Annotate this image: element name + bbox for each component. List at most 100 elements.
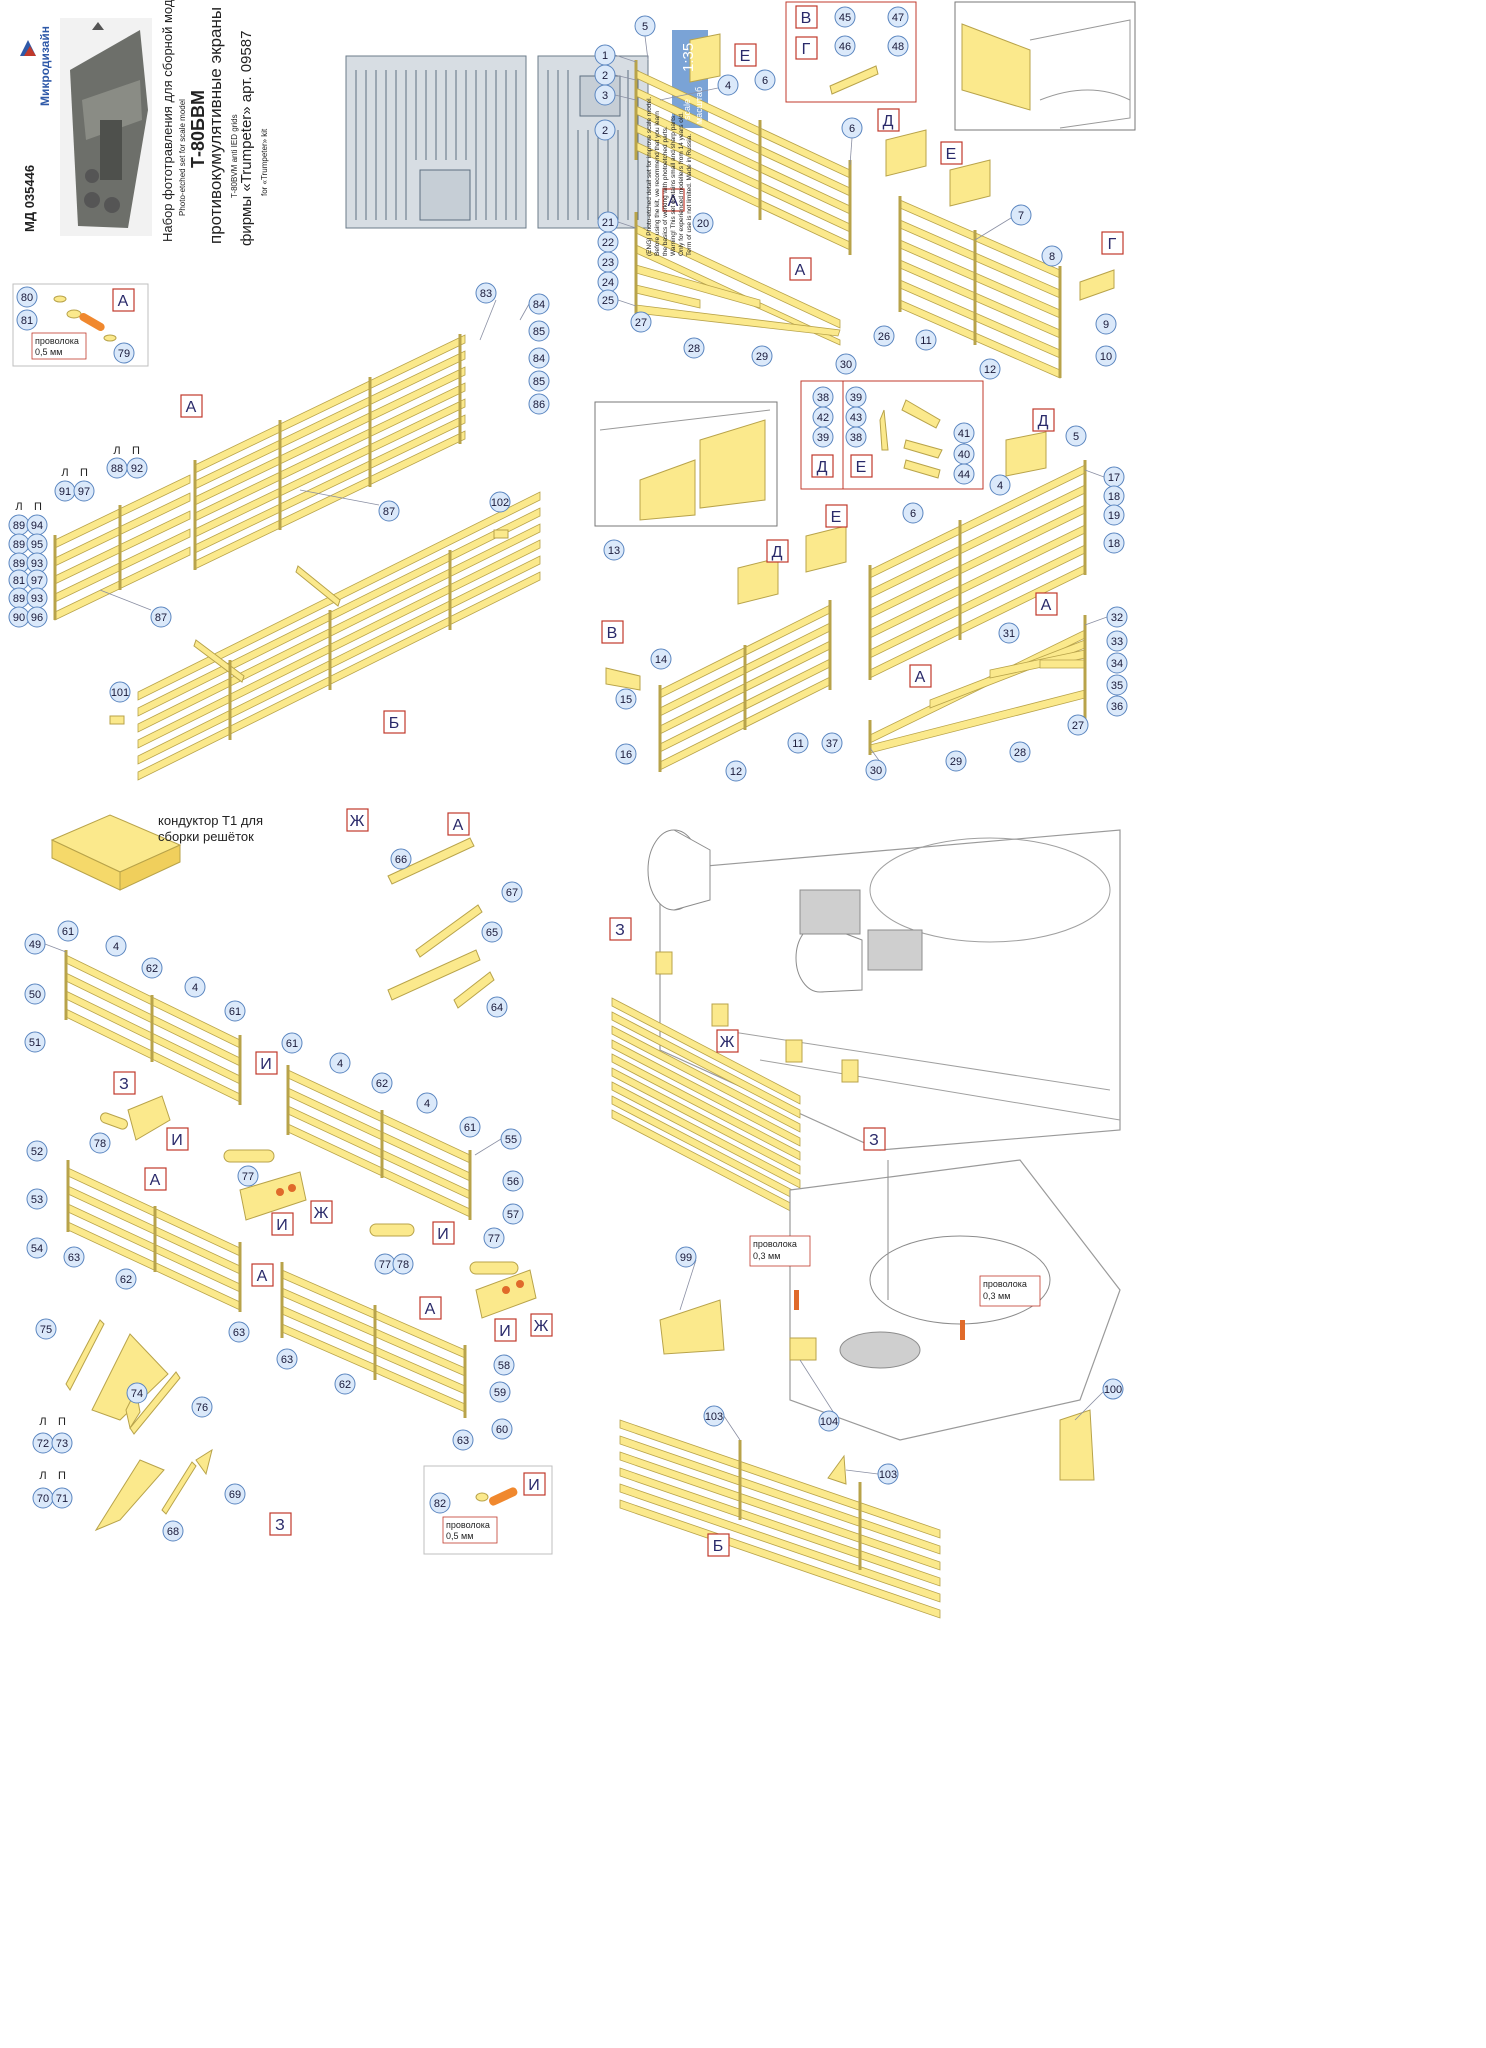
- subtitle-en: Photo-etched set for scale model: [178, 99, 187, 216]
- callout-number: 50: [29, 989, 41, 1001]
- callout-91: 91: [54, 480, 76, 502]
- letter-tag-I: И: [432, 1221, 455, 1245]
- callout-number: 1: [602, 50, 608, 62]
- callout-90: 90: [8, 606, 30, 628]
- callout-number: 30: [870, 765, 882, 777]
- tank-drawing-front: [611, 829, 1121, 1217]
- callout-number: 89: [13, 520, 25, 532]
- callout-63: 63: [452, 1429, 474, 1451]
- callout-89: 89: [8, 514, 30, 536]
- callout-43: 43: [845, 406, 867, 428]
- callout-number: 100: [1104, 1384, 1122, 1396]
- callout-102: 102: [489, 491, 511, 513]
- callout-number: 76: [196, 1402, 208, 1414]
- callout-number: 46: [839, 41, 851, 53]
- tank-reference-thumbnail-top: [954, 1, 1136, 131]
- brand-logo-mark: [20, 40, 36, 56]
- side-label-right: П: [80, 467, 88, 479]
- side-screen-middle-left: [658, 600, 832, 772]
- letter-tag-A: А: [447, 812, 470, 836]
- letter-tag-text: А: [915, 669, 926, 686]
- callout-number: 34: [1111, 658, 1123, 670]
- wire-label-turret-left-1: проволока: [753, 1239, 797, 1249]
- wire-label-i-2: 0,5 мм: [446, 1531, 473, 1541]
- callout-18: 18: [1103, 532, 1125, 554]
- letter-tag-E: Е: [734, 43, 757, 67]
- callout-55: 55: [500, 1128, 522, 1150]
- letter-tag-text: Д: [1038, 413, 1049, 430]
- brand-name: Микродизайн: [38, 26, 52, 106]
- callout-71: 71: [51, 1487, 73, 1509]
- product-title-ru: противокумулятивные экраны: [206, 6, 225, 244]
- callout-number: 27: [1072, 720, 1084, 732]
- callout-64: 64: [486, 996, 508, 1018]
- letter-tag-text: Е: [740, 48, 751, 65]
- callout-61: 61: [224, 1000, 246, 1022]
- callout-number: 20: [697, 218, 709, 230]
- letter-tag-text: А: [795, 262, 806, 279]
- callout-number: 15: [620, 694, 632, 706]
- letter-tag-D: Д: [811, 454, 834, 478]
- callout-10: 10: [1095, 345, 1117, 367]
- bracket-parts-z: [65, 1319, 213, 1532]
- letter-tag-I: И: [494, 1318, 517, 1342]
- callout-number: 97: [78, 486, 90, 498]
- callout-50: 50: [24, 983, 46, 1005]
- callout-number: 38: [817, 392, 829, 404]
- callout-number: 78: [397, 1259, 409, 1271]
- side-label-right: П: [58, 1416, 66, 1428]
- side-label-left: Л: [15, 501, 22, 513]
- callout-65: 65: [481, 921, 503, 943]
- callout-4: 4: [717, 74, 739, 96]
- callout-number: 61: [229, 1006, 241, 1018]
- side-screen-middle-upper: [868, 460, 1087, 680]
- callout-number: 102: [491, 497, 509, 509]
- callout-number: 4: [192, 982, 198, 994]
- callout-number: 55: [505, 1134, 517, 1146]
- letter-tag-text: И: [437, 1226, 449, 1243]
- callout-72: 72: [32, 1432, 54, 1454]
- callout-number: 59: [494, 1387, 506, 1399]
- callout-number: 32: [1111, 612, 1123, 624]
- letter-tag-text: А: [150, 1172, 161, 1189]
- callout-83: 83: [475, 282, 497, 304]
- callout-25: 25: [597, 289, 619, 311]
- letter-tag-A: А: [789, 257, 812, 281]
- letter-tag-A: А: [909, 664, 932, 688]
- letter-tag-A: А: [144, 1167, 167, 1191]
- callout-77: 77: [237, 1165, 259, 1187]
- callout-12: 12: [979, 358, 1001, 380]
- callout-number: 11: [920, 335, 931, 347]
- sku-label: МД 035446: [22, 164, 37, 232]
- callout-number: 77: [242, 1171, 254, 1183]
- callout-number: 30: [840, 359, 852, 371]
- callout-number: 4: [997, 480, 1003, 492]
- callout-number: 11: [792, 738, 803, 750]
- letter-tag-text: З: [275, 1517, 285, 1534]
- callout-60: 60: [491, 1418, 513, 1440]
- letter-tag-A: А: [112, 288, 135, 312]
- letter-tag-text: Ж: [534, 1318, 549, 1335]
- callout-59: 59: [489, 1381, 511, 1403]
- callout-number: 6: [910, 508, 916, 520]
- callout-103: 103: [877, 1463, 899, 1485]
- callout-number: 13: [608, 545, 620, 557]
- callout-44: 44: [953, 463, 975, 485]
- callout-number: 82: [434, 1498, 446, 1510]
- letter-tag-text: Б: [713, 1538, 724, 1555]
- callout-93: 93: [26, 587, 48, 609]
- letter-tag-Z: З: [113, 1071, 136, 1095]
- callout-number: 5: [1073, 431, 1079, 443]
- callout-62: 62: [141, 957, 163, 979]
- callout-number: 56: [507, 1176, 519, 1188]
- callout-number: 14: [655, 654, 667, 666]
- leader-lines: [44, 35, 1108, 1475]
- callout-number: 89: [13, 593, 25, 605]
- letter-tag-I: И: [166, 1127, 189, 1151]
- callout-74: 74: [126, 1382, 148, 1404]
- callout-37: 37: [821, 732, 843, 754]
- callout-97: 97: [73, 480, 95, 502]
- callout-40: 40: [953, 443, 975, 465]
- callout-12: 12: [725, 760, 747, 782]
